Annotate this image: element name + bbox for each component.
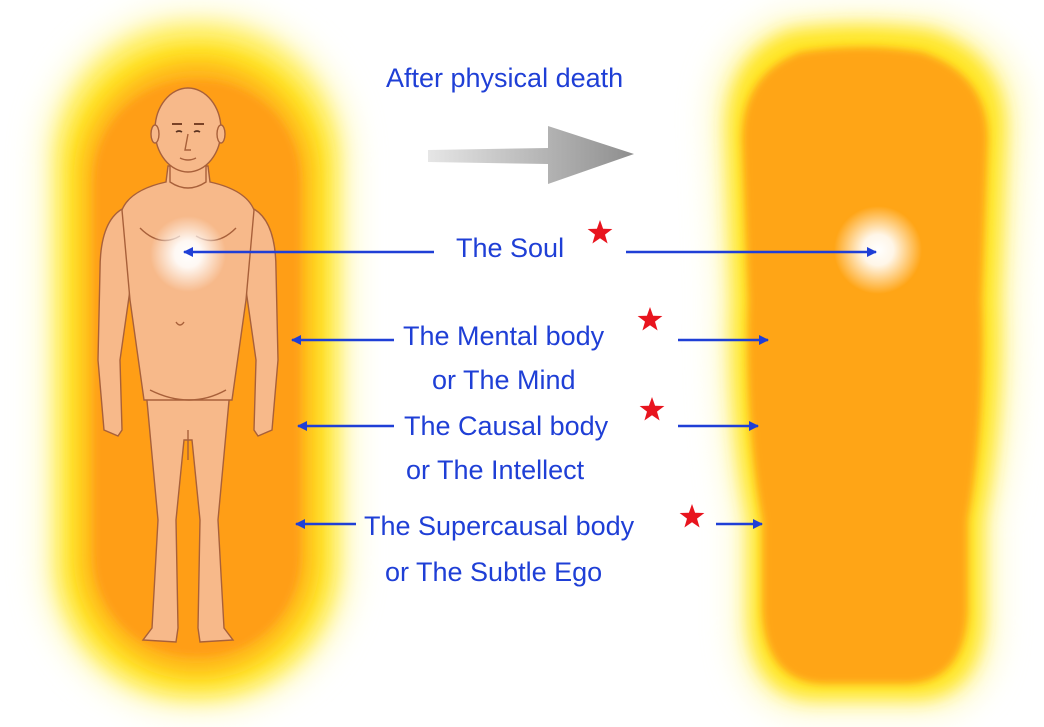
label-mental-body-sub: or The Mind <box>432 364 576 396</box>
label-causal-body-sub: or The Intellect <box>406 454 584 486</box>
label-mental-body: The Mental body <box>403 320 604 352</box>
subtle-body <box>708 9 1026 716</box>
soul-glow-left <box>150 216 226 292</box>
label-supercausal-body-sub: or The Subtle Ego <box>385 556 602 588</box>
transition-arrow-icon <box>428 126 634 184</box>
star-icon <box>680 504 705 528</box>
label-supercausal-body: The Supercausal body <box>364 510 634 542</box>
soul-glow-right <box>834 206 922 294</box>
caption-after-physical-death: After physical death <box>386 62 623 94</box>
star-icon <box>640 397 665 421</box>
label-causal-body: The Causal body <box>404 410 608 442</box>
label-soul: The Soul <box>456 232 564 264</box>
star-icon <box>638 307 663 331</box>
star-icon <box>588 220 613 244</box>
